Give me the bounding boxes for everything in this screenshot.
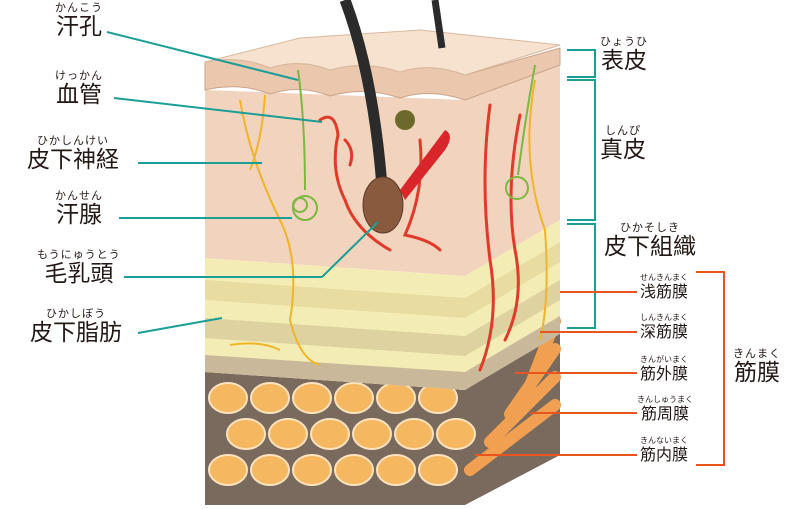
muscle-fiber — [352, 418, 392, 450]
ruby: きんまく — [733, 347, 781, 360]
label-dermal-papilla: もうにゅうとう毛乳頭 — [37, 249, 121, 286]
muscle-fiber — [334, 454, 374, 486]
muscle-fiber — [226, 418, 266, 450]
ruby: きんしゅうまく — [637, 395, 693, 404]
kanji: 皮下脂肪 — [30, 320, 122, 346]
kanji: 浅筋膜 — [640, 282, 689, 301]
ruby: ひょうひ — [600, 35, 648, 48]
orange-leader-lines — [475, 271, 725, 466]
label-subcutaneous-fat: ひかしぼう皮下脂肪 — [30, 308, 122, 345]
kanji: 汗孔 — [56, 14, 102, 40]
muscle-fiber — [208, 454, 248, 486]
label-perimysium: きんしゅうまく筋周膜 — [637, 396, 693, 422]
label-subcutaneous-tissue: ひかそしき皮下組織 — [604, 222, 696, 259]
muscle-fiber — [250, 382, 290, 414]
label-deep-fascia: しんきんまく深筋膜 — [640, 314, 688, 340]
kanji: 深筋膜 — [640, 322, 689, 341]
label-superficial-fascia: せんきんまく浅筋膜 — [640, 274, 688, 300]
label-blood-vessel: けっかん血管 — [55, 70, 103, 107]
muscle-fiber — [436, 418, 476, 450]
teal-leader-lines — [106, 31, 596, 334]
kanji: 血管 — [56, 82, 102, 108]
muscle-fiber — [394, 418, 434, 450]
kanji: 筋周膜 — [640, 404, 689, 423]
muscle-fiber-side — [484, 371, 561, 448]
kanji: 筋膜 — [734, 360, 780, 386]
muscle-fiber — [268, 418, 308, 450]
muscle-fiber — [292, 382, 332, 414]
ruby: せんきんまく — [640, 273, 688, 282]
subcutaneous-layer — [205, 220, 560, 390]
kanji: 筋内膜 — [640, 445, 689, 464]
label-sweat-gland: かんせん汗腺 — [55, 190, 103, 227]
ruby: しんきんまく — [640, 313, 688, 322]
ruby: かんこう — [55, 1, 103, 14]
kanji: 皮下神経 — [27, 147, 119, 173]
muscle-fiber — [334, 382, 374, 414]
muscle-fiber — [376, 382, 416, 414]
muscle-fiber-side — [464, 399, 561, 476]
label-dermis: しんぴ真皮 — [600, 125, 646, 162]
ruby: ひかしぼう — [46, 307, 106, 320]
ruby: かんせん — [55, 189, 103, 202]
muscle-fiber — [250, 454, 290, 486]
kanji: 筋外膜 — [640, 364, 689, 383]
ruby: ひかそしき — [620, 221, 680, 234]
ruby: きんないまく — [640, 436, 688, 445]
label-sweat-pore: かんこう汗孔 — [55, 2, 103, 39]
sweat-gland — [292, 64, 536, 221]
kanji: 皮下組織 — [604, 234, 696, 260]
muscle-layer — [205, 315, 561, 505]
label-endomysium: きんないまく筋内膜 — [640, 437, 688, 463]
muscle-fiber — [208, 382, 248, 414]
muscle-fiber — [376, 454, 416, 486]
kanji: 表皮 — [601, 48, 647, 74]
hair — [339, 0, 450, 234]
ruby: きんがいまく — [640, 355, 688, 364]
label-subcutaneous-nerve: ひかしんけい皮下神経 — [27, 135, 119, 172]
muscle-fiber — [292, 454, 332, 486]
nerves — [229, 79, 548, 366]
epidermis-layer — [204, 29, 561, 101]
label-epidermis: ひょうひ表皮 — [600, 36, 648, 73]
kanji: 汗腺 — [56, 202, 102, 228]
ruby: ひかしんけい — [37, 134, 109, 147]
muscle-fiber — [310, 418, 350, 450]
label-epimysium: きんがいまく筋外膜 — [640, 356, 688, 382]
ruby: しんぴ — [605, 124, 641, 137]
kanji: 真皮 — [600, 137, 646, 163]
ruby: もうにゅうとう — [37, 248, 121, 261]
muscle-fiber — [418, 454, 458, 486]
kanji: 毛乳頭 — [44, 261, 114, 287]
label-fascia: きんまく筋膜 — [733, 348, 781, 385]
ruby: けっかん — [55, 69, 103, 82]
